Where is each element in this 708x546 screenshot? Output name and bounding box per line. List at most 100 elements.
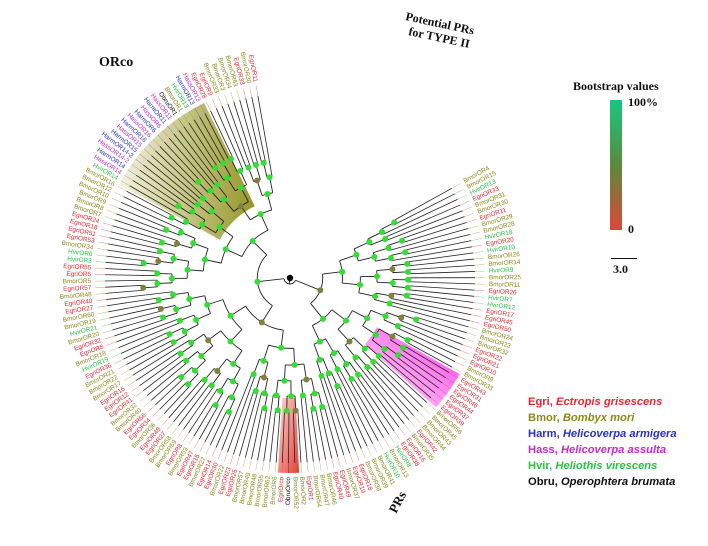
bootstrap-node (413, 316, 420, 323)
tree-branch (415, 321, 465, 340)
leaf-connector (388, 434, 395, 443)
leaf-connector (172, 425, 179, 434)
bootstrap-node (374, 273, 381, 280)
tree-branch (310, 409, 320, 461)
leaf-connector (349, 453, 354, 463)
prs-type2-wedge (364, 327, 460, 408)
tree-branch (183, 126, 215, 170)
bootstrap-node (257, 211, 264, 218)
bootstrap-node (389, 333, 396, 340)
tree-branch (377, 357, 428, 403)
leaf-connector (468, 326, 479, 330)
tree-branch (251, 407, 263, 460)
tree-branch (382, 199, 458, 235)
bootstrap-node (230, 360, 237, 367)
leaf-connector (95, 267, 106, 269)
bootstrap-node (299, 392, 306, 399)
bootstrap-node (405, 276, 412, 283)
tree-branch (183, 386, 214, 430)
tree-branch (159, 146, 197, 184)
tree-branch (143, 164, 197, 207)
bootstrap-node (254, 278, 261, 285)
leaf-label: HvirOR9 (489, 267, 514, 275)
tree-branch (155, 378, 184, 406)
leaf-label: EgriOrco (277, 476, 285, 502)
leaf-label: EgriOR40 (64, 298, 93, 308)
tree-branch (110, 231, 162, 246)
leaf-connector (147, 404, 156, 412)
tree-branch (319, 407, 333, 459)
tree-branch (107, 297, 159, 307)
bootstrap-node (160, 314, 167, 321)
leaf-connector (331, 458, 335, 469)
leaf-connector (135, 390, 144, 397)
leaf-connector (106, 210, 117, 215)
tree-branch (371, 362, 419, 412)
leaf-connector (139, 153, 148, 161)
bootstrap-node (154, 280, 161, 287)
bootstrap-node (156, 248, 163, 255)
bootstrap-node (220, 196, 227, 203)
tree-arc (283, 278, 296, 285)
bootstrap-node (168, 214, 175, 221)
bootstrap-legend: Bootstrap values 100% 0 3.0 (500, 79, 700, 279)
leaf-label: BmorOR52 (291, 477, 299, 510)
bootstrap-node (261, 405, 268, 412)
bootstrap-node (370, 358, 377, 365)
bootstrap-node (264, 190, 271, 197)
bootstrap-node (216, 223, 223, 230)
bootstrap-node (388, 292, 395, 299)
tree-branch (407, 264, 475, 271)
bootstrap-node (260, 374, 267, 381)
leaf-label: BmorOR62 (262, 475, 272, 508)
tree-branch (384, 204, 461, 238)
bootstrap-node (228, 394, 235, 401)
tree-branch (396, 327, 458, 357)
tree-branch (400, 320, 463, 345)
tree-branch (379, 354, 432, 399)
bootstrap-node (334, 366, 341, 373)
tree-branch (261, 305, 273, 323)
leaf-connector (194, 107, 200, 117)
tree-branch (188, 122, 218, 168)
species-code: Obru (528, 476, 555, 488)
tree-branch (132, 339, 190, 376)
species-name: Helicoverpa assulta (560, 444, 667, 456)
bootstrap-node (372, 293, 379, 300)
tree-branch (173, 380, 207, 423)
tree-branch (407, 281, 475, 285)
leaf-label: BmorOR2 (298, 476, 307, 505)
tree-branch (401, 349, 446, 379)
bootstrap-node (382, 313, 389, 320)
leaf-connector (300, 462, 302, 473)
bootstrap-node (404, 260, 411, 267)
leaf-connector (152, 409, 160, 417)
leaf-connector (236, 455, 240, 466)
tree-branch (109, 306, 161, 319)
tree-branch (108, 243, 160, 254)
tree-branch (163, 385, 191, 414)
species-legend-row: Harm, Helicoverpa armigera (528, 426, 706, 442)
bootstrap-node (217, 387, 224, 394)
tree-branch (402, 222, 467, 243)
bootstrap-gradient-bar (610, 100, 622, 230)
leaf-connector (472, 308, 483, 311)
bootstrap-node (325, 370, 332, 377)
leaf-connector (188, 435, 195, 445)
tree-branch (178, 129, 220, 184)
leaf-connector (99, 317, 110, 321)
leaf-label: EgriOR26 (488, 288, 517, 297)
tree-branch (293, 410, 296, 463)
bootstrap-node (343, 361, 350, 368)
tree-branch (406, 252, 474, 263)
tree-branch (396, 356, 439, 389)
species-name: Heliothis virescens (555, 460, 658, 472)
leaf-label: BmorOR5 (63, 278, 92, 285)
tree-branch (403, 345, 450, 373)
bootstrap-node (381, 346, 388, 353)
leaf-label: BmorOR26 (488, 251, 521, 261)
tree-branch (322, 271, 343, 275)
tree-branch (401, 216, 465, 240)
leaf-connector (117, 186, 127, 192)
tree-branch (407, 258, 475, 267)
